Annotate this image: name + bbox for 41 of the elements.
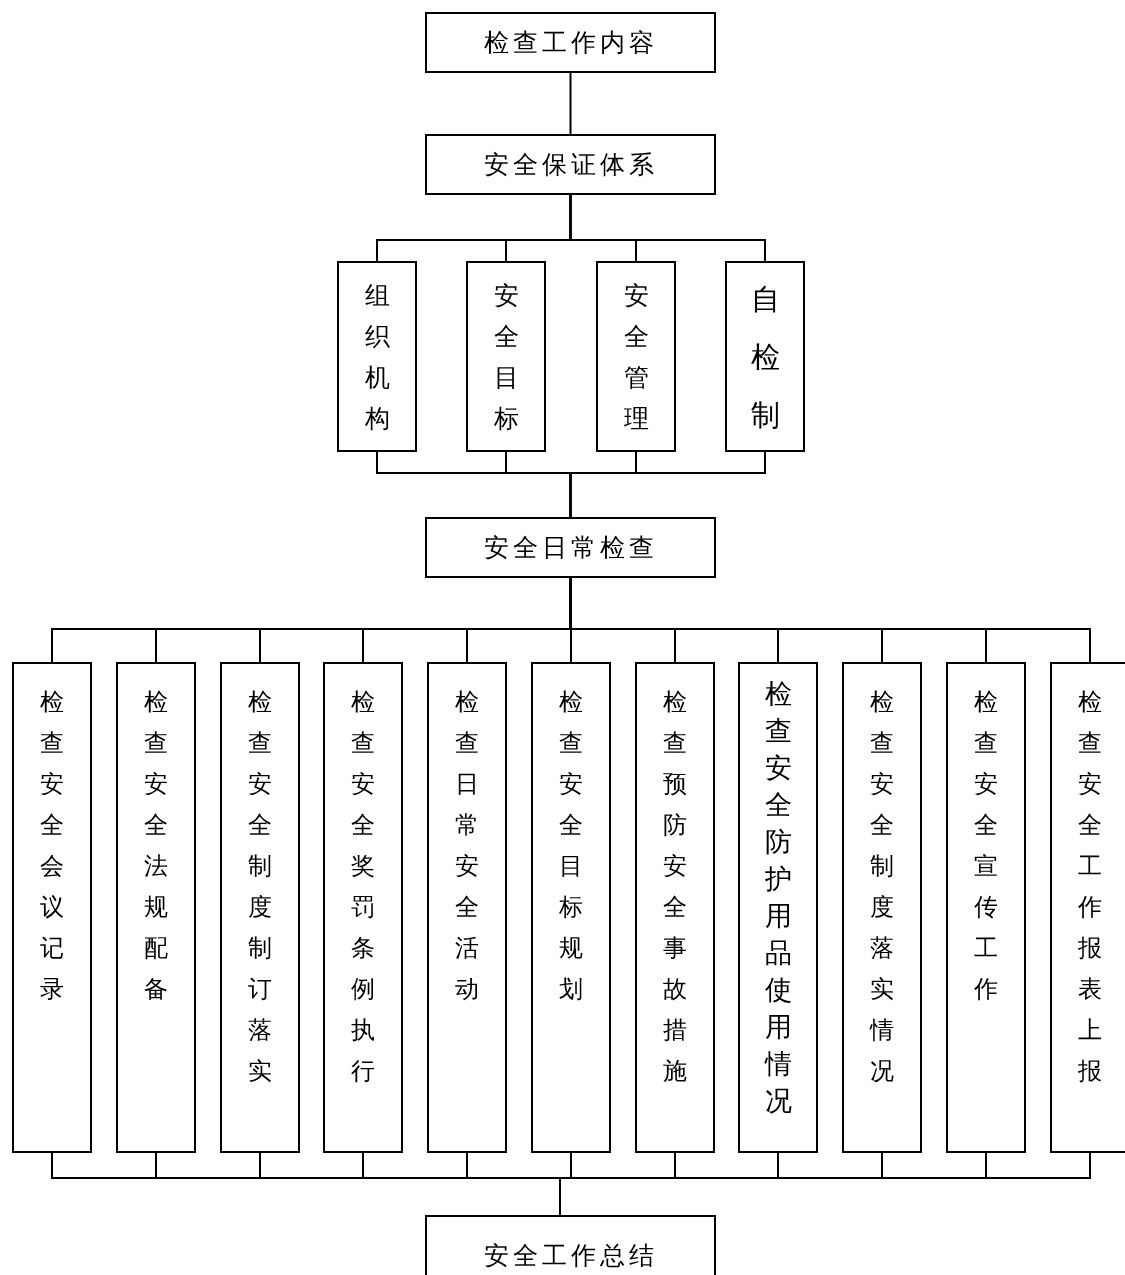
- node-label: 检查安全防护用品使用情况: [763, 678, 793, 1118]
- process-box: [427, 662, 507, 1153]
- node-label: 安全保证体系: [483, 150, 658, 180]
- node-label: 安全日常检查: [483, 533, 658, 563]
- node-label: 检查日常安全活动: [454, 688, 480, 1004]
- process-box: [425, 517, 716, 578]
- process-box: [220, 662, 300, 1153]
- node-label: 检查安全会议记录: [39, 688, 65, 1004]
- node-label: 检查安全制度制订落实: [247, 688, 273, 1086]
- node-label: 检查安全宣传工作: [973, 688, 999, 1004]
- process-box: [425, 12, 716, 73]
- process-box: [425, 134, 716, 195]
- node-label: 检查安全制度落实情况: [869, 688, 895, 1086]
- node-label: 安全工作总结: [483, 1240, 658, 1271]
- node-label: 检查预防安全事故措施: [662, 688, 688, 1086]
- process-box: [635, 662, 715, 1153]
- process-box: [738, 662, 818, 1153]
- process-box: [116, 662, 196, 1153]
- node-label: 检查工作内容: [483, 28, 658, 58]
- process-box: [323, 662, 403, 1153]
- connector-line: [569, 72, 572, 135]
- connector-line: [569, 194, 766, 262]
- process-box: [946, 662, 1026, 1153]
- node-label: 安全目标: [492, 280, 520, 434]
- process-box: [596, 261, 676, 452]
- process-box: [1050, 662, 1125, 1153]
- node-label: 组织机构: [363, 280, 391, 434]
- node-label: 检查安全奖罚条例执行: [350, 688, 376, 1086]
- process-box: [531, 662, 611, 1153]
- connector-line: [569, 451, 766, 518]
- process-box: [425, 1215, 716, 1275]
- process-box: [466, 261, 546, 452]
- process-box: [842, 662, 922, 1153]
- node-label: 检查安全工作报表上报: [1077, 688, 1103, 1086]
- node-label: 自检制: [749, 281, 781, 433]
- node-label: 检查安全目标规划: [558, 688, 584, 1004]
- node-label: 检查安全法规配备: [143, 688, 169, 1004]
- node-label: 安全管理: [622, 280, 650, 434]
- process-box: [337, 261, 417, 452]
- process-box: [12, 662, 92, 1153]
- process-box: [725, 261, 805, 452]
